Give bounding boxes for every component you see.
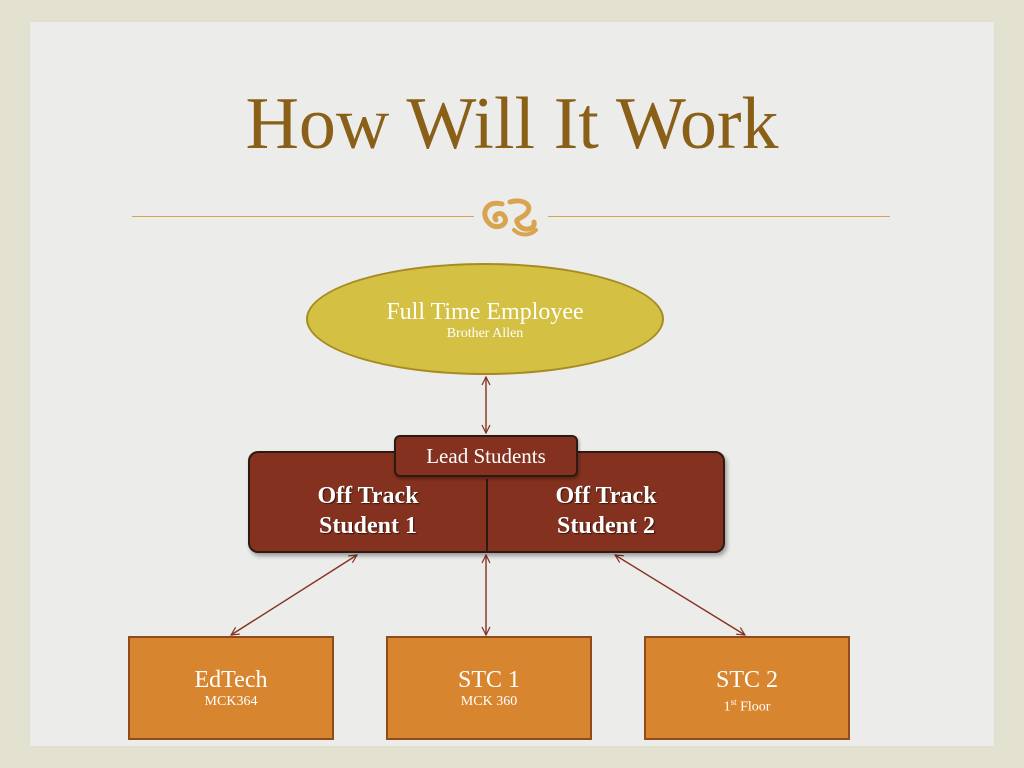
node-sublabel: 1st Floor bbox=[646, 694, 848, 716]
node-label-line1: Off Track bbox=[317, 483, 419, 509]
node-off-track-student-1: Off Track Student 1 bbox=[250, 481, 486, 541]
title-divider-left bbox=[132, 216, 474, 217]
node-full-time-employee: Full Time Employee Brother Allen bbox=[306, 263, 664, 375]
node-sublabel: MCK364 bbox=[204, 694, 258, 709]
node-label: STC 1 bbox=[457, 667, 520, 693]
node-sublabel: MCK 360 bbox=[460, 694, 518, 709]
group-divider bbox=[486, 479, 488, 553]
slide-title: How Will It Work bbox=[245, 83, 779, 165]
title-divider-right bbox=[548, 216, 890, 217]
floor-word: Floor bbox=[736, 699, 771, 715]
node-label: Full Time Employee bbox=[386, 299, 584, 325]
node-label-line2: Student 1 bbox=[318, 513, 418, 539]
node-stc-2: STC 2 1st Floor bbox=[644, 636, 850, 740]
node-sublabel: Brother Allen bbox=[446, 326, 524, 341]
node-label-line2: Student 2 bbox=[556, 513, 656, 539]
node-label: EdTech bbox=[194, 667, 268, 693]
node-edtech: EdTech MCK364 bbox=[128, 636, 334, 740]
node-off-track-student-2: Off Track Student 2 bbox=[488, 481, 724, 541]
node-stc-1: STC 1 MCK 360 bbox=[386, 636, 592, 740]
node-label-line1: Off Track bbox=[555, 483, 657, 509]
flourish-icon bbox=[482, 198, 538, 237]
ordinal-suffix: st bbox=[730, 697, 737, 707]
lead-students-tab: Lead Students bbox=[394, 435, 578, 477]
node-label: STC 2 bbox=[715, 667, 778, 693]
floor-number: 1 bbox=[723, 699, 731, 715]
slide-background bbox=[30, 22, 994, 746]
